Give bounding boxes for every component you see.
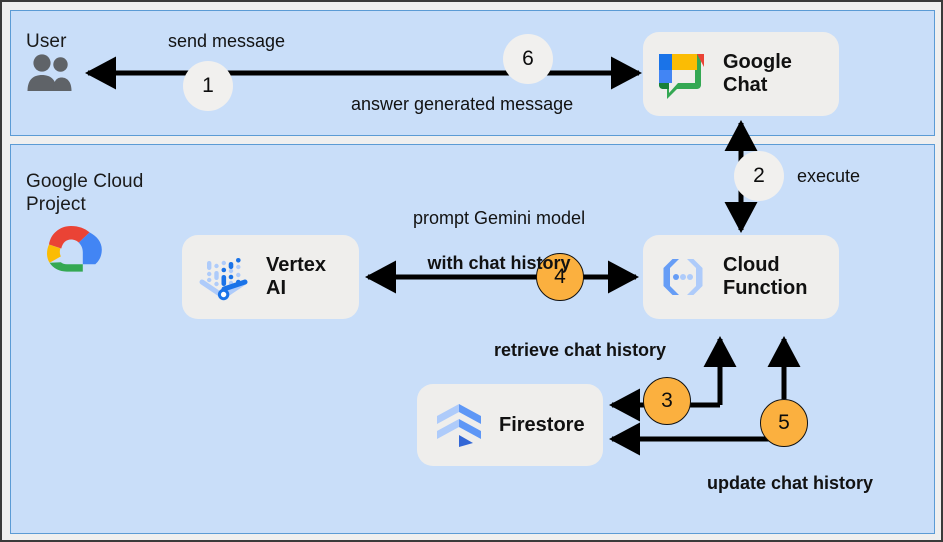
service-label-vertex-ai: Vertex AI <box>266 254 327 299</box>
zone-google-cloud-project-title: Google Cloud Project <box>26 171 144 216</box>
step-badge-6: 6 <box>503 34 553 84</box>
step-badge-1: 1 <box>183 61 233 111</box>
flow-label-send-message: send message <box>168 31 286 51</box>
service-label-google-chat: Google Chat <box>723 51 792 96</box>
service-label-cloud-function: Cloud Function <box>723 254 808 299</box>
zone-user-title: User <box>26 31 67 52</box>
google-chat-icon <box>655 47 709 101</box>
flow-label-execute: execute <box>797 166 861 186</box>
cloud-function-icon <box>655 249 711 305</box>
flow-label-update-chat-history: update chat history <box>707 473 874 493</box>
service-card-vertex-ai[interactable]: Vertex AI <box>182 235 359 319</box>
users-icon <box>27 54 72 91</box>
service-card-google-chat[interactable]: Google Chat <box>643 32 839 116</box>
step-badge-2: 2 <box>734 151 784 201</box>
step-badge-3: 3 <box>643 377 691 425</box>
service-card-cloud-function[interactable]: Cloud Function <box>643 235 839 319</box>
service-card-firestore[interactable]: Firestore <box>417 384 603 466</box>
vertex-ai-icon <box>196 249 252 305</box>
flow-label-prompt-gemini: prompt Gemini model with chat history <box>413 185 585 274</box>
step-badge-4: 4 <box>536 253 584 301</box>
flow-label-answer-generated-message: answer generated message <box>351 94 574 114</box>
firestore-icon <box>433 399 485 451</box>
google-cloud-icon <box>47 226 102 272</box>
flow-label-retrieve-chat-history: retrieve chat history <box>494 340 667 360</box>
flow-label-prompt-line1: prompt Gemini model <box>413 208 586 229</box>
flow-label-prompt-line2: with chat history <box>427 252 571 273</box>
service-label-firestore: Firestore <box>499 413 585 436</box>
step-badge-5: 5 <box>760 399 808 447</box>
